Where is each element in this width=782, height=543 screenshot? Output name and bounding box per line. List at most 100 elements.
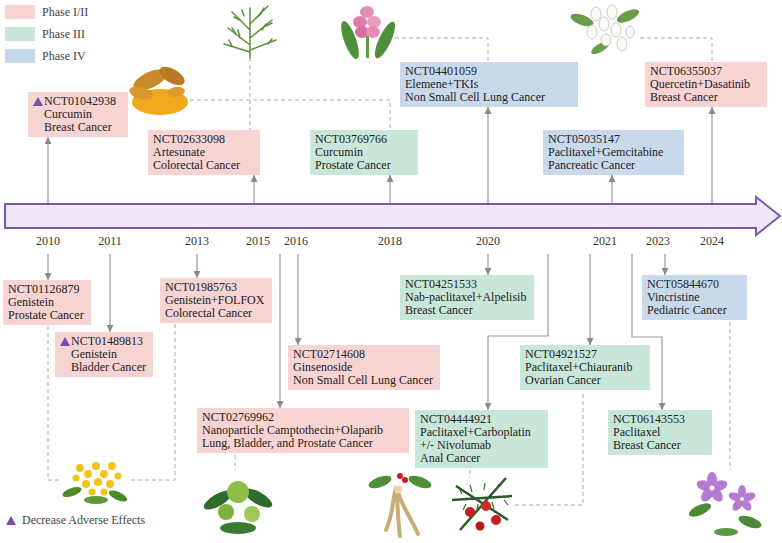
- trial-box: NCT01042938CurcuminBreast Cancer: [28, 92, 128, 137]
- cancer-type: Colorectal Cancer: [165, 307, 267, 320]
- cancer-type: Breast Cancer: [44, 121, 123, 134]
- cancer-type: Lung, Bladder, and Prostate Cancer: [202, 437, 404, 450]
- trial-id: NCT01489813: [71, 335, 148, 348]
- artemisia-illustration: [224, 6, 276, 58]
- timeline-connector: [47, 137, 48, 204]
- trial-id: NCT05844670: [647, 278, 742, 291]
- year-label: 2018: [378, 234, 402, 248]
- trial-id: NCT06143553: [613, 413, 707, 426]
- trial-box: NCT03769766CurcuminProstate Cancer: [310, 130, 418, 175]
- trial-box: NCT05035147Paclitaxel+GemcitabinePancrea…: [543, 130, 684, 175]
- drug-name: Vincristine: [647, 291, 742, 304]
- trial-id: NCT01985763: [165, 281, 267, 294]
- trial-id: NCT05035147: [548, 133, 679, 146]
- legend-item: Phase I/II: [5, 5, 88, 19]
- genistein-illustration: [61, 462, 129, 504]
- drug-name: Paclitaxel: [613, 426, 707, 439]
- year-label: 2015: [246, 234, 270, 248]
- leader-line: [190, 100, 390, 130]
- cancer-type: Pancreatic Cancer: [548, 159, 679, 172]
- trial-box: NCT01126879GenisteinProstate Cancer: [3, 280, 91, 325]
- trial-id: NCT02633098: [153, 133, 255, 146]
- timeline-connector: [711, 107, 712, 204]
- trial-box: NCT04444921Paclitaxel+Carboplatin +/- Ni…: [415, 410, 548, 468]
- timeline-connector: [487, 254, 488, 275]
- trial-id: NCT04251533: [405, 278, 529, 291]
- leader-line: [395, 38, 488, 62]
- drug-name: Genistein: [8, 296, 86, 309]
- trial-box: NCT05844670VincristinePediatric Cancer: [642, 275, 747, 320]
- timeline-connector: [253, 175, 254, 204]
- drug-name: Paclitaxel+Chiauranib: [525, 361, 645, 374]
- legend-label: Decrease Adverse Effects: [22, 513, 145, 527]
- cancer-type: Ovarian Cancer: [525, 374, 645, 387]
- cancer-type: Pediatric Cancer: [647, 304, 742, 317]
- white-flower-illustration: [569, 5, 641, 56]
- trial-id: NCT02769962: [202, 411, 404, 424]
- cancer-type: Colorectal Cancer: [153, 159, 255, 172]
- trial-id: NCT04444921: [420, 413, 543, 426]
- drug-name: Ginsenoside: [293, 361, 435, 374]
- adverse-effect-triangle: [60, 337, 70, 346]
- trial-box: NCT01489813GenisteinBladder Cancer: [55, 332, 153, 377]
- trial-box: NCT04921527Paclitaxel+ChiauranibOvarian …: [520, 345, 650, 390]
- drug-name: Nab-paclitaxel+Alpelisib: [405, 291, 529, 304]
- ginseng-illustration: [367, 473, 433, 536]
- year-label: 2020: [476, 234, 500, 248]
- camptotheca-illustration: [201, 481, 275, 534]
- year-label: 2013: [185, 234, 209, 248]
- legend-label: Phase IV: [42, 49, 86, 63]
- drug-name: Curcumin: [315, 146, 413, 159]
- drug-name: Paclitaxel+Carboplatin +/- Nivolumab: [420, 426, 536, 452]
- trial-id: NCT02714608: [293, 348, 435, 361]
- leader-line: [250, 58, 251, 130]
- legend-swatch: [5, 27, 35, 41]
- trial-id: NCT04401059: [405, 65, 573, 78]
- trial-box: NCT06355037Quercetin+DasatinibBreast Can…: [645, 62, 767, 107]
- timeline-band: [5, 197, 780, 235]
- timeline-connector: [664, 254, 665, 275]
- turmeric-illustration: [128, 63, 188, 115]
- leader-line: [730, 322, 731, 470]
- drug-name: Genistein: [71, 348, 148, 361]
- cancer-type: Bladder Cancer: [71, 361, 148, 374]
- timeline-connector: [47, 254, 48, 280]
- trial-box: NCT02633098ArtesunateColorectal Cancer: [148, 130, 260, 175]
- cancer-type: Breast Cancer: [613, 439, 707, 452]
- timeline-connector: [109, 254, 110, 332]
- timeline-connector: [196, 254, 197, 278]
- trial-box: NCT01985763Genistein+FOLFOXColorectal Ca…: [160, 278, 272, 323]
- trial-box: NCT06143553PaclitaxelBreast Cancer: [608, 410, 712, 455]
- timeline-connector: [611, 175, 612, 204]
- cancer-type: Prostate Cancer: [315, 159, 413, 172]
- legend-swatch: [5, 49, 35, 63]
- drug-name: Curcumin: [44, 108, 123, 121]
- adverse-effect-triangle: [33, 97, 43, 106]
- cancer-type: Breast Cancer: [405, 304, 529, 317]
- year-label: 2023: [646, 234, 670, 248]
- trial-box: NCT02714608GinsenosideNon Small Cell Lun…: [288, 345, 440, 390]
- curcuma-illustration: [338, 6, 399, 61]
- drug-name: Elemene+TKIs: [405, 78, 573, 91]
- year-label: 2021: [593, 234, 617, 248]
- yew-illustration: [452, 478, 512, 531]
- timeline-connector: [279, 254, 280, 408]
- timeline-arrow: 2010201120132015201620182020202120232024: [4, 204, 782, 254]
- leader-lines: [48, 38, 730, 505]
- year-label: 2016: [284, 234, 308, 248]
- year-label: 2024: [700, 234, 724, 248]
- trial-id: NCT03769766: [315, 133, 413, 146]
- drug-name: Nanoparticle Camptothecin+Olaparib: [202, 424, 404, 437]
- drug-name: Quercetin+Dasatinib: [650, 78, 762, 91]
- trial-id: NCT01042938: [44, 95, 123, 108]
- cancer-type: Prostate Cancer: [8, 309, 86, 322]
- cancer-type: Anal Cancer: [420, 452, 543, 465]
- trial-box: NCT02769962Nanoparticle Camptothecin+Ola…: [197, 408, 409, 453]
- timeline-connector: [297, 254, 298, 345]
- cancer-type: Non Small Cell Lung Cancer: [405, 91, 573, 104]
- drug-name: Artesunate: [153, 146, 255, 159]
- trial-id: NCT06355037: [650, 65, 762, 78]
- trial-id: NCT01126879: [8, 283, 86, 296]
- timeline-connector: [589, 254, 590, 345]
